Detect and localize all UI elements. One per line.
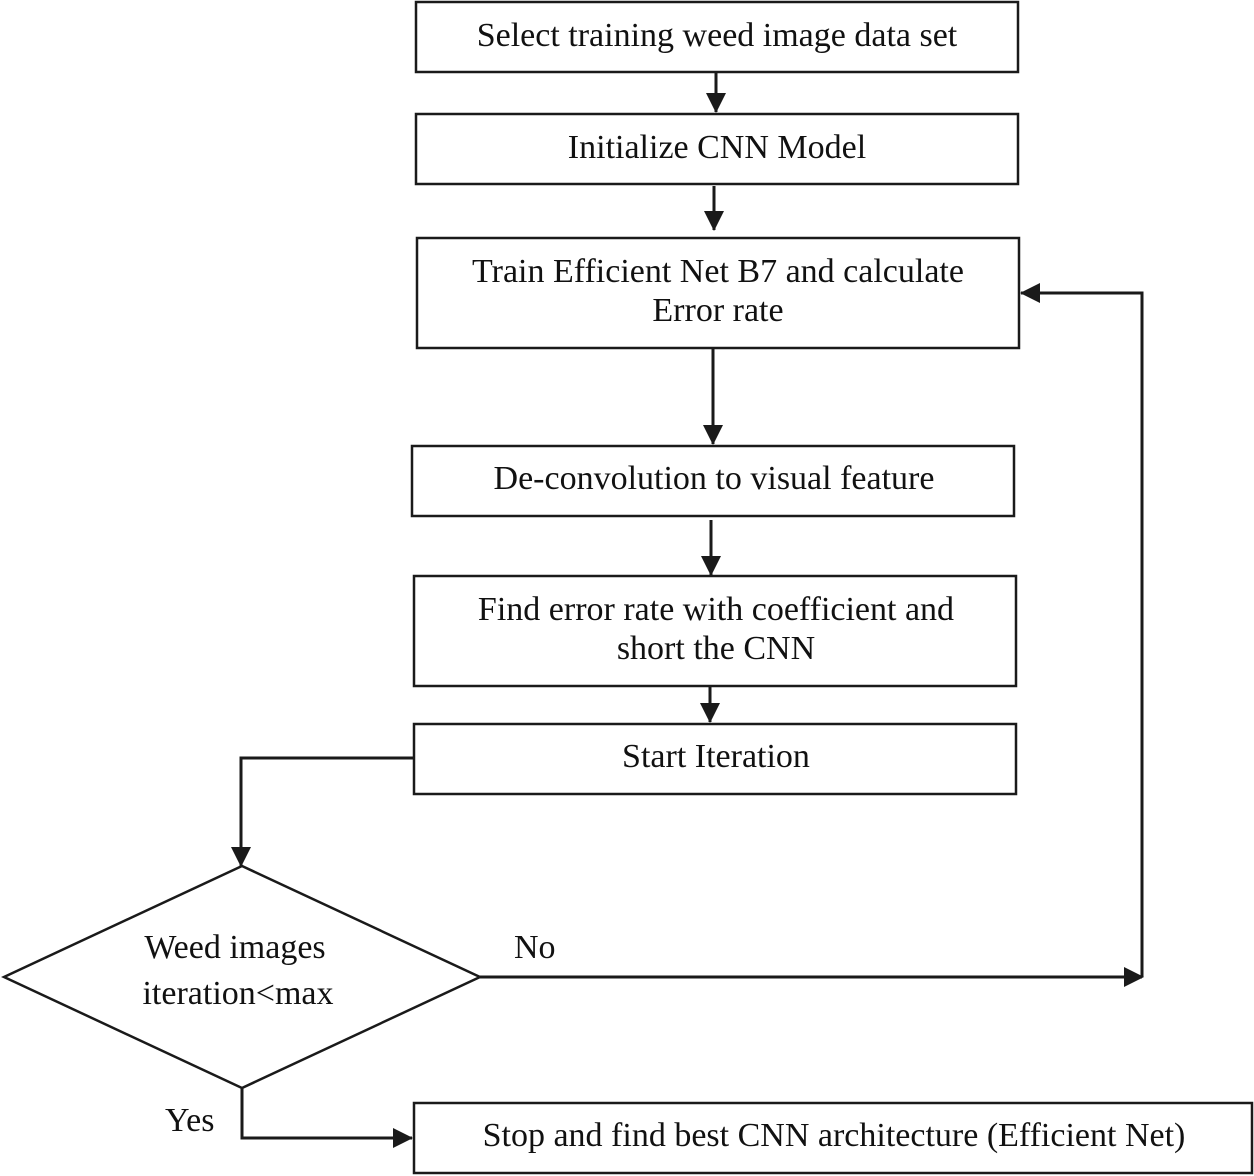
arrow-no-loop-to-train (1020, 283, 1144, 977)
node-decision-label-line1: Weed images (144, 929, 325, 966)
node-decision-label-line2: iteration<max (142, 975, 333, 1012)
node-select-dataset-box (414, 0, 1020, 74)
edge-label-yes: Yes (165, 1102, 214, 1139)
node-train-b7-label-line2: Error rate (652, 292, 783, 329)
node-deconvolution: De-convolution to visual feature (410, 444, 1016, 518)
node-find-error-label-line1: Find error rate with coefficient and (478, 591, 954, 628)
node-find-error: Find error rate with coefficient and sho… (412, 574, 1018, 688)
node-init-cnn-label: Initialize CNN Model (568, 129, 866, 166)
node-deconvolution-label: De-convolution to visual feature (494, 460, 935, 497)
node-init-cnn-box (414, 112, 1020, 186)
node-deconvolution-box (410, 444, 1016, 518)
node-start-iteration: Start Iteration (412, 722, 1018, 796)
arrow-start-to-decision (231, 756, 414, 867)
node-select-dataset-label: Select training weed image data set (477, 17, 958, 54)
node-select-dataset: Select training weed image data set (414, 0, 1020, 74)
node-start-iteration-label: Start Iteration (622, 738, 810, 775)
node-train-b7: Train Efficient Net B7 and calculate Err… (415, 236, 1021, 350)
node-stop-box (412, 1101, 1254, 1175)
node-train-b7-box (415, 236, 1021, 350)
node-train-b7-label-line1: Train Efficient Net B7 and calculate (472, 253, 964, 290)
arrow-no-branch-head (1124, 967, 1144, 987)
node-decision: Weed images iteration<max (1, 864, 483, 1090)
node-init-cnn: Initialize CNN Model (414, 112, 1020, 186)
node-find-error-box (412, 574, 1018, 688)
node-stop: Stop and find best CNN architecture (Eff… (412, 1101, 1254, 1175)
edge-label-no: No (514, 929, 556, 966)
node-stop-label: Stop and find best CNN architecture (Eff… (483, 1117, 1186, 1154)
arrow-yes-to-stop (240, 1088, 413, 1148)
node-find-error-label-line2: short the CNN (617, 630, 815, 667)
